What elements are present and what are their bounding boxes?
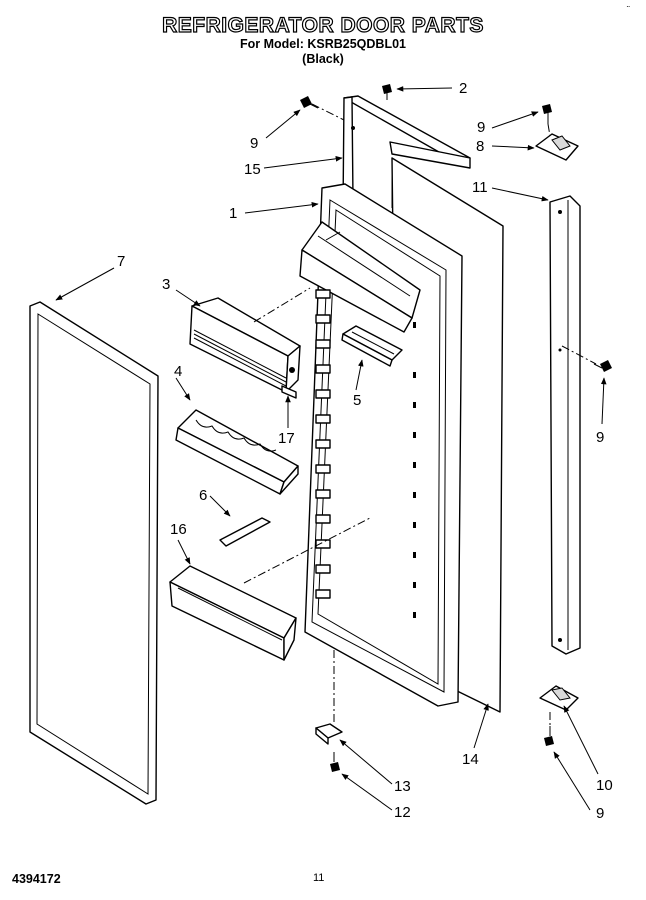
callout-1: 1 [229, 205, 237, 222]
screw-part-2 [382, 84, 392, 100]
callout-17: 17 [278, 430, 295, 447]
screw-part-9-top-left [300, 96, 319, 109]
small-tray-part [341, 325, 403, 367]
leader-lines [55, 86, 607, 811]
diagram-title: REFRIGERATOR DOOR PARTS [161, 13, 484, 37]
screw-part-12 [330, 752, 340, 772]
door-liner-part [299, 183, 463, 707]
egg-tray-part [175, 409, 299, 495]
liner-rail-left [315, 289, 331, 599]
callout-12: 12 [394, 804, 411, 821]
alignment-lines [243, 103, 597, 726]
door-top-trim-part [342, 95, 471, 211]
callout-2: 2 [459, 80, 467, 97]
callout-9-right: 9 [596, 429, 604, 446]
callout-9-bottom: 9 [596, 805, 604, 822]
top-hinge-part [535, 133, 579, 161]
callout-14: 14 [462, 751, 479, 768]
liner-rail-right [413, 322, 416, 618]
callout-labels: 1 2 3 4 5 6 7 8 9 9 9 9 10 11 12 13 14 1… [117, 80, 613, 822]
corner-mark: ¨ [626, 6, 631, 16]
hinge-block-part [315, 723, 343, 745]
callout-11: 11 [472, 179, 488, 196]
callout-13: 13 [394, 778, 411, 795]
page-number: 11 [313, 872, 325, 884]
callout-15: 15 [244, 161, 261, 178]
bottom-hinge-part [539, 685, 579, 711]
callout-7: 7 [117, 253, 125, 270]
callout-10: 10 [596, 777, 613, 794]
screw-part-9-right [593, 360, 612, 372]
screw-part-9-top-right [542, 104, 552, 124]
bin-pin-part [281, 385, 297, 399]
screw-part-9-bottom [544, 726, 554, 746]
door-bin-part [169, 565, 297, 661]
callout-16: 16 [170, 521, 187, 538]
retainer-clip-part [219, 517, 271, 547]
part-number: 4394172 [12, 872, 61, 886]
callout-4: 4 [174, 363, 182, 380]
model-line: For Model: KSRB25QDBL01 [240, 37, 406, 51]
callout-6: 6 [199, 487, 207, 504]
color-line: (Black) [302, 52, 344, 66]
callout-3: 3 [162, 276, 170, 293]
callout-9-top-left: 9 [250, 135, 258, 152]
dairy-bin-part [189, 297, 301, 393]
callout-9-top-right: 9 [477, 119, 485, 136]
callout-8: 8 [476, 138, 484, 155]
door-gasket-part [29, 301, 159, 805]
callout-5: 5 [353, 392, 361, 409]
door-handle-part [549, 195, 581, 655]
